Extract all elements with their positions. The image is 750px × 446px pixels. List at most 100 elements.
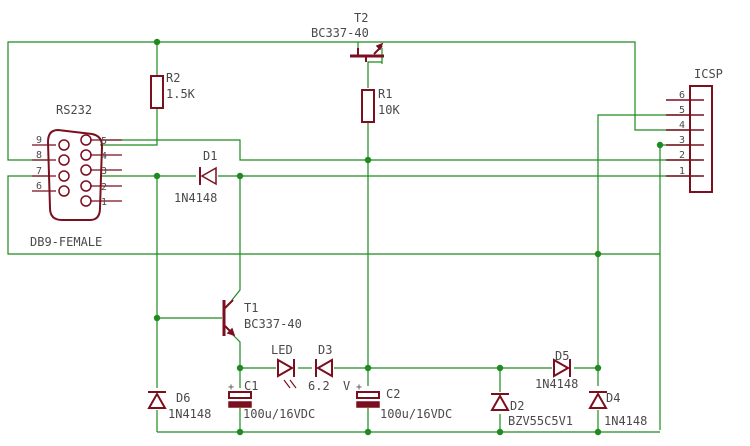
db9-socket [80, 164, 92, 176]
junction [594, 250, 602, 258]
t2-value: BC337-40 [311, 26, 369, 40]
junction [656, 141, 664, 149]
wire-top-loop [7, 41, 690, 161]
junction [236, 172, 244, 180]
d2-triangle [490, 393, 510, 411]
icsp-pin-label: 4 [679, 120, 685, 131]
t1-ref: T1 [244, 301, 258, 315]
transistor-t1 [222, 299, 236, 337]
d6-value: 1N4148 [168, 407, 211, 421]
c1-value: 100u/16VDC [243, 407, 315, 421]
db9-pin-label: 2 [101, 182, 107, 193]
d3-value: 6.2 [308, 379, 330, 393]
c2-value: 100u/16VDC [380, 407, 452, 421]
db9-socket [58, 139, 70, 151]
t1-arrow [226, 327, 236, 337]
icsp-body [689, 85, 713, 193]
junction [594, 428, 602, 436]
led-ray2 [289, 379, 297, 389]
diode-d6 [147, 391, 167, 409]
icsp-pin-label: 1 [679, 166, 685, 177]
resistor-r2 [150, 75, 164, 109]
db9-pin-label: 6 [36, 181, 42, 192]
db9-pin-label: 8 [36, 150, 42, 161]
db9-pin-label: 1 [101, 197, 107, 208]
junction [594, 364, 602, 372]
r2-value: 1.5K [166, 87, 196, 101]
wire-r2-pin4 [100, 108, 158, 146]
db9-pin-label: 9 [36, 135, 42, 146]
c1-ref: C1 [244, 379, 258, 393]
junction [364, 156, 372, 164]
icsp-pin-label: 3 [679, 135, 685, 146]
c1-plate-bottom [228, 401, 252, 408]
db9-connector [32, 128, 122, 221]
diode-d2 [490, 393, 510, 411]
d6-triangle [147, 391, 167, 409]
db9-pin-label: 5 [101, 136, 107, 147]
d3-ref: D3 [318, 343, 332, 357]
icsp-header [666, 85, 713, 193]
r1-ref: R1 [378, 87, 392, 101]
icsp-pin-label: 2 [679, 150, 685, 161]
c2-plate-bottom [356, 401, 380, 408]
t2-arrow [375, 42, 384, 51]
led [277, 358, 297, 389]
r1-value: 10K [378, 103, 400, 117]
db9-footer: DB9-FEMALE [30, 235, 102, 249]
icsp-pin-label: 5 [679, 105, 685, 116]
r2-ref: R2 [166, 71, 180, 85]
junction [153, 314, 161, 322]
db9-socket [58, 185, 70, 197]
wire-icsp5 [597, 114, 690, 386]
db9-pin-label: 3 [101, 166, 107, 177]
capacitor-c2 [356, 391, 380, 408]
wire-gnd-icsp2 [100, 139, 700, 161]
t2-ref: T2 [354, 11, 368, 25]
v-label: V [343, 379, 350, 393]
d1-triangle [200, 166, 217, 186]
led-ray1 [283, 379, 291, 389]
diode-d4 [588, 391, 608, 409]
transistor-t2 [350, 42, 384, 62]
c2-ref: C2 [386, 387, 400, 401]
wire-db9-outer [7, 175, 660, 255]
junction [364, 428, 372, 436]
db9-socket [58, 170, 70, 182]
junction [236, 364, 244, 372]
junction [153, 172, 161, 180]
junctions [153, 38, 664, 436]
wire-icsp3 [659, 144, 690, 430]
junction [236, 428, 244, 436]
led-triangle [277, 358, 295, 378]
c2-plate-top [356, 391, 380, 399]
d1-ref: D1 [203, 149, 217, 163]
led-label: LED [271, 343, 293, 357]
rs232-title: RS232 [56, 103, 92, 117]
resistor-r1 [361, 89, 375, 123]
db9-shell [46, 128, 104, 221]
db9-socket [80, 195, 92, 207]
diode-d3 [315, 358, 333, 378]
db9-socket [80, 134, 92, 146]
wire-t1-emitter [231, 333, 241, 388]
diode-d5 [553, 358, 571, 378]
junction [496, 428, 504, 436]
db9-socket [80, 149, 92, 161]
diode-d1 [199, 166, 217, 186]
junction [496, 364, 504, 372]
d4-triangle [588, 391, 608, 409]
d2-ref: D2 [510, 399, 524, 413]
t1-collector-lead [224, 299, 234, 309]
db9-pin-label: 7 [36, 166, 42, 177]
icsp-pin-label: 6 [679, 90, 685, 101]
db9-socket [58, 154, 70, 166]
d5-ref: D5 [555, 349, 569, 363]
d1-value: 1N4148 [174, 191, 217, 205]
d2-value: BZV55C5V1 [508, 414, 573, 428]
d4-ref: D4 [606, 391, 620, 405]
junction [364, 364, 372, 372]
c1-plus: + [228, 382, 234, 393]
d4-value: 1N4148 [604, 414, 647, 428]
db9-socket [80, 180, 92, 192]
